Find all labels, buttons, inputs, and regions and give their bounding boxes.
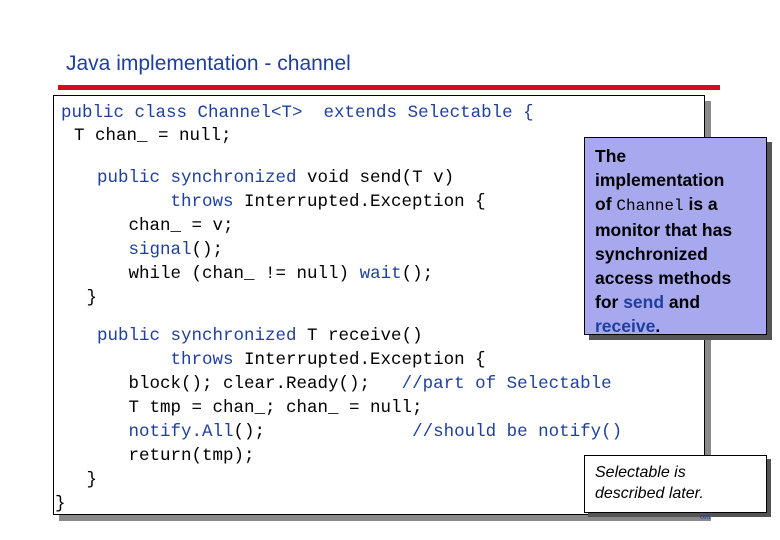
code-token: public synchronized: [55, 168, 297, 188]
note-line: described later.: [595, 485, 704, 502]
callout-code: Channel: [616, 197, 684, 215]
footer-fragment: om: [700, 512, 711, 521]
code-token: public class Channel<T>: [61, 103, 324, 123]
callout-line: monitor that has: [595, 220, 733, 240]
code-token: Interrupted.Exception {: [233, 192, 486, 212]
callout-keyword: receive: [595, 316, 656, 336]
callout-line: The: [595, 146, 627, 166]
code-line-14: return(tmp);: [55, 446, 255, 466]
selectable-note: Selectable is described later.: [584, 455, 767, 513]
code-token: extends: [323, 103, 398, 123]
callout-line: implementation: [595, 170, 725, 190]
code-token: signal: [55, 240, 192, 260]
note-line: Selectable is: [595, 464, 686, 481]
code-line-12: T tmp = chan_; chan_ = null;: [55, 398, 423, 418]
code-token: ();: [401, 264, 434, 284]
code-token: Selectable {: [397, 103, 534, 123]
callout-text: of: [595, 194, 617, 214]
code-token: T receive(): [296, 326, 423, 346]
code-token: ();: [191, 240, 224, 260]
code-line-2: T chan_ = null;: [53, 126, 232, 146]
title-underline: [58, 85, 720, 90]
code-comment: //should be notify(): [412, 422, 623, 442]
code-token: public synchronized: [55, 326, 297, 346]
callout-line: synchronized: [595, 244, 708, 264]
callout-line: of Channel is a: [595, 192, 760, 218]
code-token: notify.All: [55, 422, 234, 442]
callout-text: for: [595, 292, 624, 312]
code-token: Interrupted.Exception {: [233, 350, 486, 370]
callout-keyword: send: [623, 292, 665, 312]
code-line-13: notify.All(); //should be notify(): [55, 420, 623, 444]
implementation-callout: The implementation of Channel is a monit…: [584, 137, 767, 338]
code-line-8: }: [55, 288, 98, 308]
code-token: block(); clear.Ready();: [55, 374, 402, 394]
code-line-9: public synchronized T receive(): [55, 324, 423, 348]
callout-text: .: [655, 316, 661, 336]
callout-line: receive.: [595, 314, 760, 338]
code-line-7: while (chan_ != null) wait();: [55, 262, 434, 286]
code-token: throws: [55, 350, 234, 370]
code-token: void send(T v): [296, 168, 455, 188]
code-token: wait: [359, 264, 402, 284]
code-listing: public class Channel<T> extends Selectab…: [54, 96, 622, 529]
code-line-3: public synchronized void send(T v): [55, 166, 454, 190]
code-token: throws: [55, 192, 234, 212]
callout-line: for send and: [595, 290, 760, 314]
code-token: ();: [233, 422, 413, 442]
callout-line: access methods: [595, 268, 732, 288]
code-line-10: throws Interrupted.Exception {: [55, 348, 486, 372]
code-line-11: block(); clear.Ready(); //part of Select…: [55, 372, 612, 396]
callout-text: and: [664, 292, 701, 312]
code-line-1: public class Channel<T> extends Selectab…: [61, 101, 534, 125]
slide-title: Java implementation - channel: [66, 52, 351, 75]
code-line-4: throws Interrupted.Exception {: [55, 190, 486, 214]
code-line-6: signal();: [55, 238, 224, 262]
code-line-5: chan_ = v;: [55, 216, 234, 236]
code-token: while (chan_ != null): [55, 264, 360, 284]
code-line-15: }: [55, 470, 98, 490]
callout-text: is a: [683, 194, 718, 214]
code-comment: //part of Selectable: [401, 374, 612, 394]
code-line-16: }: [55, 494, 66, 514]
